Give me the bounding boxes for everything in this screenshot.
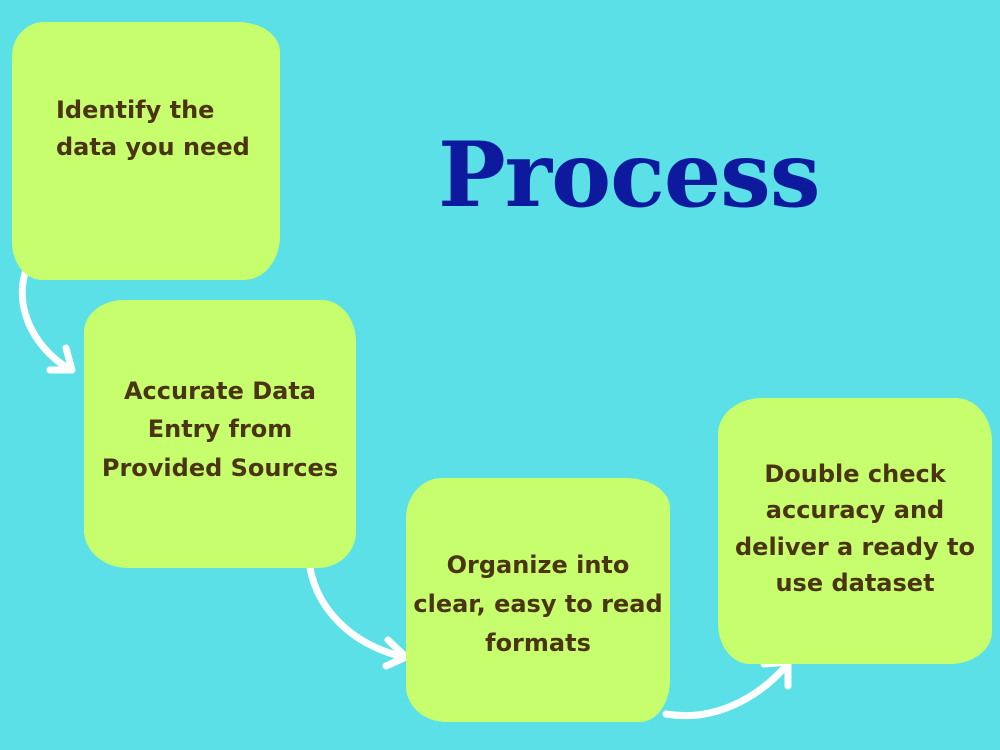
process-step-1: Identify the data you need bbox=[12, 22, 280, 280]
page-title: Process bbox=[438, 122, 821, 228]
arrowhead-step1-to-step2 bbox=[46, 344, 76, 374]
process-step-4: Double check accuracy and deliver a read… bbox=[718, 398, 992, 664]
process-step-3: Organize into clear, easy to read format… bbox=[406, 478, 670, 722]
arrow-step3-to-step4 bbox=[662, 662, 790, 720]
arrow-step1-to-step2 bbox=[18, 266, 70, 371]
arrow-step2-to-step3 bbox=[306, 564, 408, 661]
process-step-2: Accurate Data Entry from Provided Source… bbox=[84, 300, 356, 568]
